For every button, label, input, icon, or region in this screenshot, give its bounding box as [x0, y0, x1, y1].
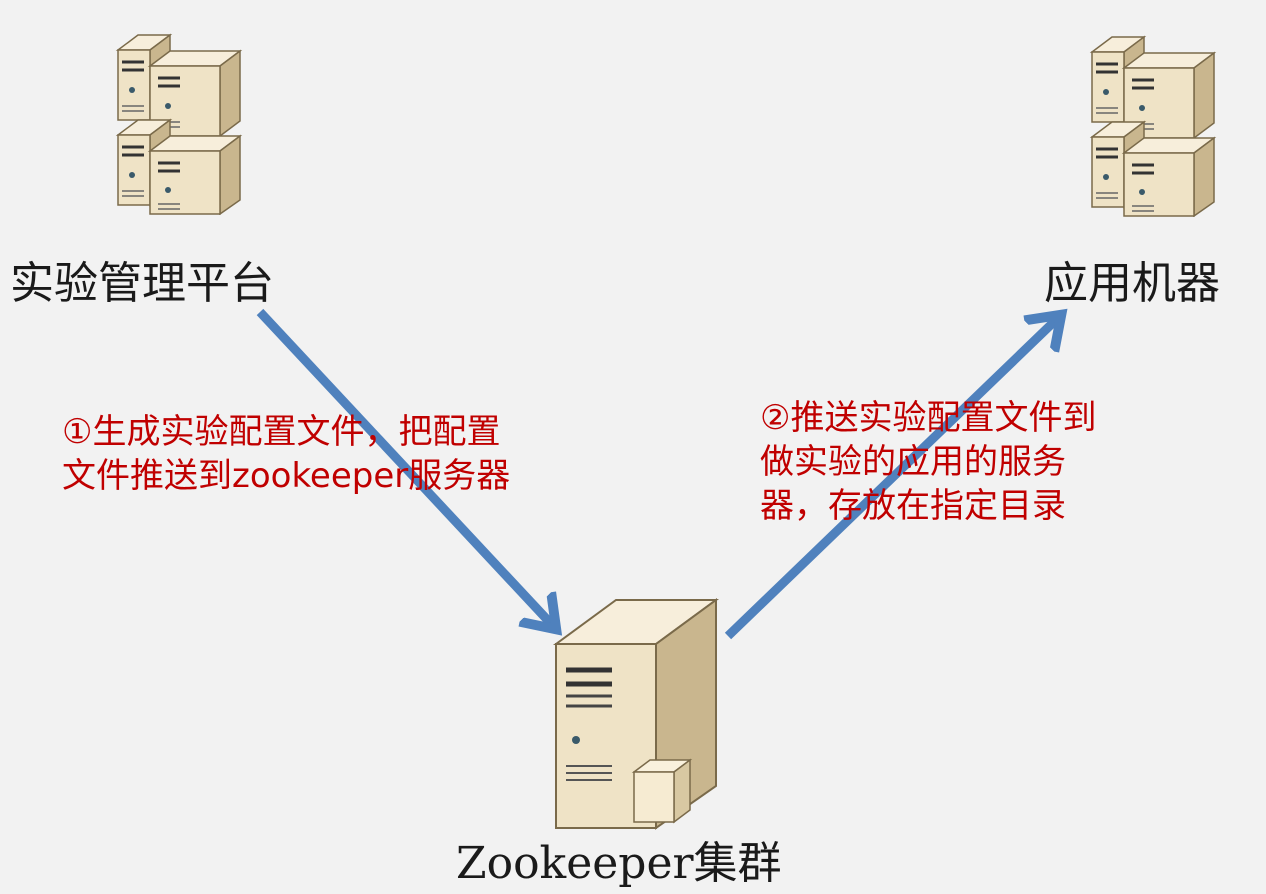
server-cluster-icon [115, 33, 243, 215]
step2-line: 器，存放在指定目录 [760, 486, 1066, 526]
step2-line: ②推送实验配置文件到 [760, 398, 1097, 438]
folder-icon [631, 758, 693, 824]
platform-label: 实验管理平台 [10, 258, 274, 309]
app-label: 应用机器 [1044, 258, 1220, 309]
zookeeper-label: Zookeeper集群 [456, 838, 782, 889]
arrow-zookeeper-to-app [724, 316, 1060, 640]
step2-annotation: ②推送实验配置文件到 做实验的应用的服务 器，存放在指定目录 [760, 396, 1096, 528]
server-cluster-icon [1089, 35, 1217, 217]
server-unit [1121, 136, 1217, 217]
step2-line: 做实验的应用的服务 [760, 442, 1066, 482]
arrow-platform-to-zookeeper [256, 308, 555, 628]
server-unit [147, 134, 243, 215]
server-with-folder-icon [552, 598, 720, 830]
step1-annotation: ①生成实验配置文件，把配置 文件推送到zookeeper服务器 [62, 410, 510, 498]
step1-line: 文件推送到zookeeper服务器 [62, 456, 511, 496]
step1-line: ①生成实验配置文件，把配置 [62, 412, 501, 452]
